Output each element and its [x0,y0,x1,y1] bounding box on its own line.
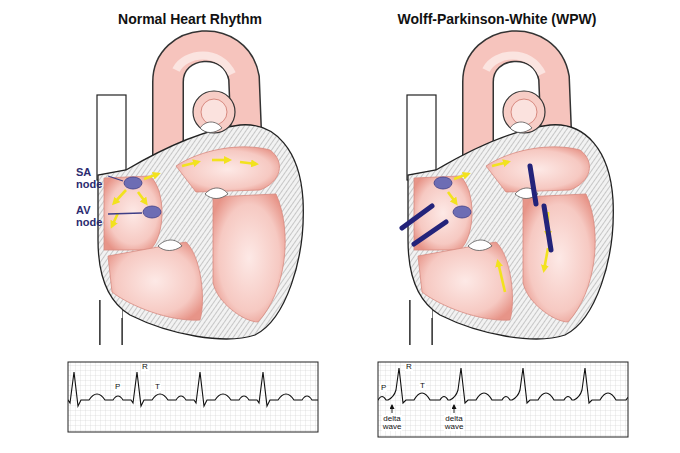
node-label: AV node [76,204,102,228]
conduction-arrows [448,162,548,292]
ecg-trace [378,368,628,403]
delta-pointer [392,405,454,413]
normal-heart [97,46,303,345]
wave-label: P [114,383,121,391]
wave-label: P [380,384,387,392]
delta-label: delta wave [382,415,403,431]
panel-title: Wolff-Parkinson-White (WPW) [398,12,597,27]
wave-label: R [141,363,149,371]
wpw-heart [407,46,613,345]
wave-label: T [154,383,161,391]
delta-label: delta wave [444,415,465,431]
ecg-trace [68,372,318,406]
accessory-pathway [402,166,551,250]
node-label: SA node [76,166,102,190]
ecg-strip [378,362,628,437]
wave-label: R [405,363,413,371]
panel-title: Normal Heart Rhythm [118,12,262,27]
wave-label: T [419,382,426,390]
leader-lines [108,176,142,214]
conduction-arrows [112,160,256,226]
